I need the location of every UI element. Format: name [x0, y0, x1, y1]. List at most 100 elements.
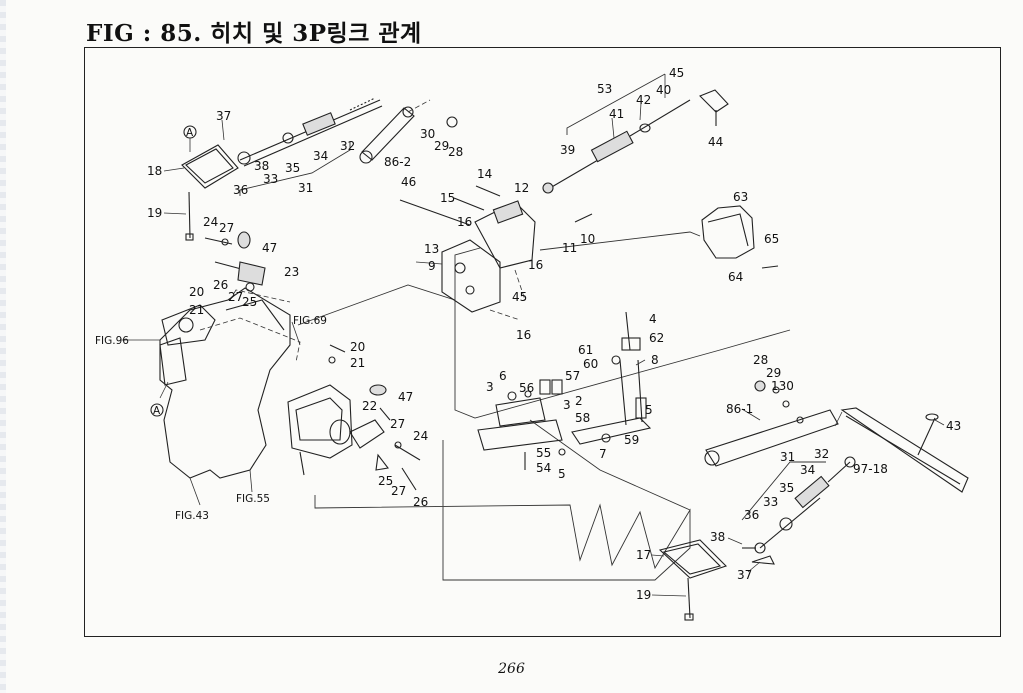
part-label: 30 [420, 127, 435, 141]
part-label: 27 [228, 290, 243, 304]
part-label: 13 [424, 242, 439, 256]
part-label: 26 [213, 278, 228, 292]
part-label: 36 [744, 508, 759, 522]
part-label: 5 [645, 403, 653, 417]
part-label: 45 [512, 290, 527, 304]
part-label: 25 [378, 474, 393, 488]
part-label: 56 [519, 381, 534, 395]
part-label: 47 [262, 241, 277, 255]
part-label: 6 [499, 369, 507, 383]
part-label: 8 [651, 353, 659, 367]
part-label: 59 [624, 433, 639, 447]
part-label: 86-2 [384, 155, 411, 169]
part-label: 47 [398, 390, 413, 404]
part-label: 20 [189, 285, 204, 299]
part-label: 14 [477, 167, 492, 181]
part-label: 32 [340, 139, 355, 153]
part-label: 39 [560, 143, 575, 157]
part-label: 36 [233, 183, 248, 197]
cover-63 [701, 205, 779, 269]
part-label: 19 [636, 588, 651, 602]
mechanism-bracket [477, 379, 566, 470]
part-label: 55 [536, 446, 551, 460]
part-label: 16 [528, 258, 543, 272]
part-label: 22 [362, 399, 377, 413]
rod-assembly-7 [571, 311, 652, 445]
part-label: 3 [486, 380, 494, 394]
ref-fig96: FIG.96 [95, 335, 129, 347]
part-label: 15 [440, 191, 455, 205]
route-line-main [297, 247, 481, 326]
part-label: 33 [263, 172, 278, 186]
part-label: 37 [737, 568, 752, 582]
part-label: 28 [753, 353, 768, 367]
part-label: 31 [298, 181, 313, 195]
part-label: 12 [514, 181, 529, 195]
diagram-frame [84, 47, 1001, 637]
part-label: 65 [764, 232, 779, 246]
marker-a-top: A [183, 125, 197, 152]
part-label: 7 [599, 447, 607, 461]
part-label: 19 [147, 206, 162, 220]
svg-text:A: A [153, 405, 161, 417]
engine-housing [159, 287, 301, 506]
part-label: 63 [733, 190, 748, 204]
part-label: 5 [558, 467, 566, 481]
part-label: 57 [565, 369, 580, 383]
part-label: 35 [285, 161, 300, 175]
route-line-lower-right [529, 419, 691, 511]
part-label: 11 [562, 241, 577, 255]
part-label: 41 [609, 107, 624, 121]
bolt-19 [185, 191, 194, 241]
part-label: 27 [390, 417, 405, 431]
part-label: 42 [636, 93, 651, 107]
part-label: 2 [575, 394, 583, 408]
marker-a-text: A [186, 127, 194, 139]
drawbar-97-18 [834, 407, 969, 493]
page-number: 266 [498, 661, 525, 677]
leader-lines [122, 119, 945, 597]
lower-link-86-1 [704, 380, 839, 467]
top-link-39 [542, 73, 729, 194]
hitch-bracket-17 [658, 539, 728, 621]
part-label: 40 [656, 83, 671, 97]
part-label: 43 [946, 419, 961, 433]
part-label: 21 [189, 303, 204, 317]
part-label: 16 [457, 215, 472, 229]
part-label: 97-18 [853, 462, 888, 476]
binding-edge [0, 0, 6, 693]
part-label: 33 [763, 495, 778, 509]
route-line-right [539, 231, 701, 251]
part-label: 34 [313, 149, 328, 163]
part-label: 29 [766, 366, 781, 380]
marker-a-bottom: A [150, 381, 169, 417]
ref-fig55: FIG.55 [236, 493, 270, 505]
part-label: 20 [350, 340, 365, 354]
part-label: 61 [578, 343, 593, 357]
part-label: 23 [284, 265, 299, 279]
ref-fig69: FIG.69 [293, 315, 327, 327]
part-label: 58 [575, 411, 590, 425]
part-label: 46 [401, 175, 416, 189]
part-label: 64 [728, 270, 743, 284]
part-label: 24 [203, 215, 218, 229]
part-label: 24 [413, 429, 428, 443]
part-label: 34 [800, 463, 815, 477]
part-label: 26 [413, 495, 428, 509]
part-label: 32 [814, 447, 829, 461]
part-label: 60 [583, 357, 598, 371]
part-label: 9 [428, 259, 436, 273]
pump-housing [287, 344, 421, 491]
part-label: 62 [649, 331, 664, 345]
part-label: 18 [147, 164, 162, 178]
ref-fig43: FIG.43 [175, 510, 209, 522]
part-label: 54 [536, 461, 551, 475]
part-label: 27 [219, 221, 234, 235]
part-label: 53 [597, 82, 612, 96]
link-assembly-31 [237, 97, 383, 196]
page-title: FIG : 85. 히치 및 3P링크 관계 [86, 20, 422, 47]
valve-block-9 [399, 185, 593, 321]
part-label: 45 [669, 66, 684, 80]
